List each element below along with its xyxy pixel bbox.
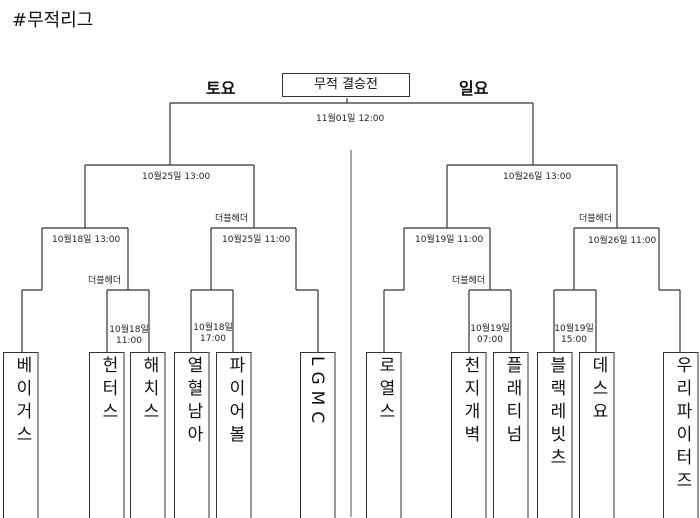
- team-name: LGMC: [307, 356, 327, 430]
- team-name: 베이거스: [12, 356, 32, 448]
- time: 07:00: [477, 335, 503, 345]
- right-semi-time: 10월26일 13:00: [503, 172, 572, 182]
- team-box[interactable]: 데스요: [579, 352, 615, 518]
- team-name: 우리파이터즈: [672, 356, 692, 494]
- team-box[interactable]: 베이거스: [3, 352, 39, 518]
- time: 17:00: [200, 334, 226, 344]
- right-q1-time: 10월19일 11:00: [415, 235, 484, 245]
- team-name: 블랙레빗츠: [546, 356, 566, 471]
- right-q1-double-header: 더블헤더: [452, 276, 486, 286]
- team-name: 플래티넘: [502, 356, 522, 448]
- sunday-label: 일요: [459, 79, 489, 98]
- left-q1-time: 10월18일 13:00: [52, 235, 121, 245]
- team-box[interactable]: 블랙레빗츠: [537, 352, 573, 518]
- team-name: 로열스: [375, 356, 395, 425]
- team-name: 열혈남아: [183, 356, 203, 448]
- team-box[interactable]: 헌터스: [89, 352, 125, 518]
- team-box[interactable]: 열혈남아: [174, 352, 210, 518]
- date: 10월18일: [109, 325, 149, 335]
- time: 15:00: [561, 335, 587, 345]
- final-time: 11월01일 12:00: [316, 114, 385, 124]
- team-box[interactable]: LGMC: [300, 352, 336, 518]
- saturday-label: 토요: [206, 79, 236, 98]
- team-name: 해치스: [139, 356, 159, 425]
- right-q2-time: 10월26일 11:00: [588, 236, 657, 246]
- team-box[interactable]: 파이어볼: [216, 352, 252, 518]
- left-semi-time: 10월25일 13:00: [142, 172, 211, 182]
- date: 10월18일: [193, 323, 233, 333]
- left-q2-double-header: 더블헤더: [215, 214, 249, 224]
- team-box[interactable]: 로열스: [366, 352, 402, 518]
- team-name: 헌터스: [98, 356, 118, 425]
- date: 10월19일: [470, 324, 510, 334]
- team-box[interactable]: 우리파이터즈: [663, 352, 699, 518]
- time: 11:00: [116, 336, 142, 346]
- final-title: 무적 결승전: [282, 73, 410, 97]
- team-box[interactable]: 천지개벽: [451, 352, 487, 518]
- team-name: 천지개벽: [460, 356, 480, 448]
- team-name: 파이어볼: [225, 356, 245, 448]
- left-q2-time: 10월25일 11:00: [222, 235, 291, 245]
- left-q1-double-header: 더블헤더: [88, 276, 122, 286]
- right-q2-double-header: 더블헤더: [579, 214, 613, 224]
- team-box[interactable]: 해치스: [130, 352, 166, 518]
- team-name: 데스요: [588, 356, 608, 425]
- team-box[interactable]: 플래티넘: [493, 352, 529, 518]
- league-title: #무적리그: [12, 10, 94, 31]
- date: 10월19일: [554, 324, 594, 334]
